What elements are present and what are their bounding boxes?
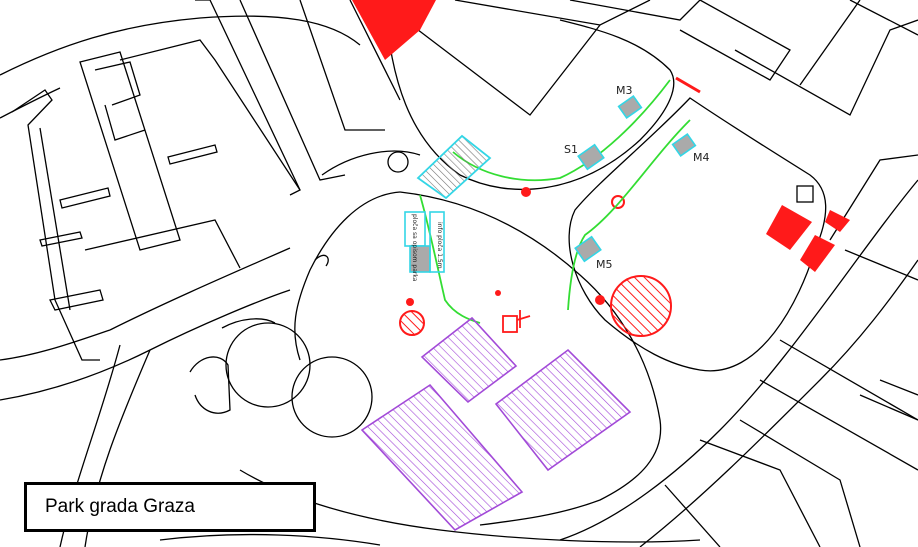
- park-outline: [399, 191, 662, 526]
- building-outline: [11, 89, 100, 361]
- play-zone: [420, 316, 518, 404]
- plaza-circle: [291, 356, 373, 438]
- plaza-edge: [221, 318, 276, 329]
- path-line: [419, 194, 481, 324]
- building-outline: [679, 0, 791, 81]
- building-outline: [829, 154, 918, 241]
- marker-s1-box: [577, 143, 605, 171]
- road-edge: [321, 150, 421, 176]
- green-paths: [419, 79, 691, 324]
- info-sign-strip: [429, 211, 445, 273]
- building-outline: [779, 339, 918, 421]
- road-edge: [0, 15, 361, 76]
- building-outline: [299, 0, 385, 131]
- path-line: [452, 79, 671, 182]
- red-elements: [352, 0, 850, 337]
- road-edge: [0, 87, 61, 119]
- building-outline: [167, 144, 218, 165]
- building-outline: [39, 231, 83, 247]
- building-outline: [119, 39, 301, 196]
- building-outline: [859, 379, 918, 421]
- map-title: Park grada Graza: [45, 496, 195, 517]
- label-s1: S1: [564, 143, 578, 156]
- play-zone: [494, 348, 632, 472]
- park-outline-east: [568, 97, 827, 372]
- sign-text: ploča sa opisom parka: [411, 214, 418, 282]
- building-outline: [699, 439, 821, 547]
- building-outline: [349, 0, 401, 101]
- park-outline: [294, 191, 401, 361]
- building-outline: [239, 0, 346, 181]
- map-title-box: Park grada Graza: [24, 482, 316, 532]
- red-building-top: [352, 0, 436, 60]
- building-outline: [84, 219, 241, 269]
- building-outline: [94, 61, 141, 106]
- tree-icon: [406, 298, 414, 306]
- tree-icon: [521, 187, 531, 197]
- building-outline: [844, 249, 918, 281]
- road-edge: [559, 179, 918, 541]
- tree-icon: [495, 290, 501, 296]
- building-outline: [569, 0, 701, 21]
- hatched-small-circle: [399, 310, 425, 336]
- building-outline: [59, 187, 111, 209]
- building-outline: [195, 0, 301, 191]
- marker-m5-box: [574, 235, 602, 263]
- playground-equipment-icon: [502, 310, 531, 333]
- hydrant-icon: [611, 195, 625, 209]
- building-outline: [454, 0, 651, 26]
- building-outline: [39, 127, 71, 311]
- sign-strip-text: info ploča 1.5m: [436, 222, 443, 269]
- building-outline: [759, 379, 918, 471]
- bench: [314, 254, 329, 267]
- cyan-elements: [404, 94, 697, 273]
- plaza-edge: [189, 356, 231, 414]
- label-m4: M4: [693, 151, 710, 164]
- small-roundabout: [387, 151, 409, 173]
- building-outline: [404, 19, 601, 116]
- red-block: [800, 235, 835, 272]
- path-line: [567, 119, 691, 311]
- hatched-paving-area: [416, 134, 492, 200]
- building-outline: [849, 0, 918, 36]
- road-edge: [639, 259, 918, 547]
- tree-icon: [595, 295, 605, 305]
- hatched-fountain-area: [610, 275, 672, 337]
- park-path-edge: [384, 0, 675, 190]
- marker-m3-box: [617, 94, 643, 120]
- plaza-circle: [225, 322, 311, 408]
- marker-m4-box: [671, 132, 697, 158]
- red-building-right: [766, 205, 812, 250]
- road-edge: [0, 329, 111, 361]
- purple-zones: [360, 316, 632, 532]
- building-outline: [664, 484, 721, 547]
- building-outline: [799, 0, 861, 86]
- label-m5: M5: [596, 258, 613, 271]
- building-outline: [79, 51, 181, 251]
- road-edge: [109, 247, 291, 331]
- label-m3: M3: [616, 84, 633, 97]
- road-edge: [159, 533, 381, 546]
- small-structure: [796, 185, 814, 203]
- building-outline: [49, 289, 104, 311]
- building-outline: [734, 19, 918, 116]
- road-edge: [0, 289, 291, 401]
- building-outline: [104, 104, 146, 141]
- play-zone: [360, 383, 524, 532]
- red-line-marker: [675, 76, 701, 94]
- red-block: [825, 210, 850, 232]
- building-outline: [739, 419, 861, 547]
